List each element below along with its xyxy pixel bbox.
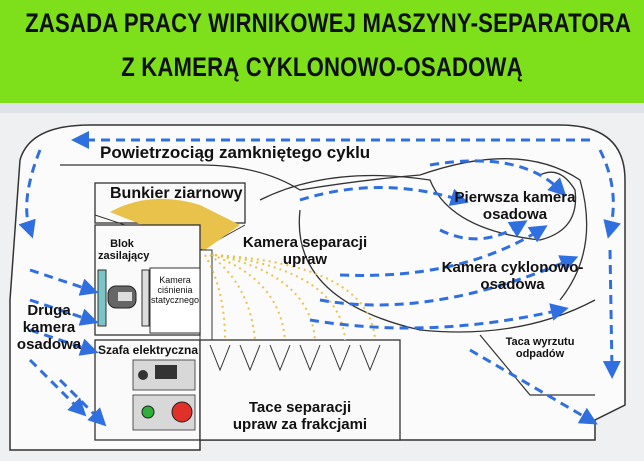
- electrical-cabinet-label: Szafa elektryczna: [98, 343, 199, 357]
- first-settling-chamber-wall: [259, 171, 577, 241]
- title-line-1: ZASADA PRACY WIRNIKOWEJ MASZYNY-SEPARATO…: [25, 8, 632, 38]
- waste-tray-label: Taca wyrzutu odpadów: [505, 336, 575, 361]
- separation-chamber-label: Kamera separacji upraw: [242, 234, 368, 268]
- title-banner: ZASADA PRACY WIRNIKOWEJ MASZYNY-SEPARATO…: [0, 0, 644, 103]
- title-line-2: Z KAMERĄ CYKLONOWO-OSADOWĄ: [121, 52, 523, 82]
- cyclone-chamber-label: Kamera cyklonowo-osadowa: [441, 259, 584, 293]
- fraction-trays: [209, 344, 381, 372]
- waste-tray-wall: [479, 334, 595, 396]
- first-settling-chamber-label: Pierwsza kamera osadowa: [454, 189, 576, 223]
- air-duct-label: Powietrzociąg zamkniętego cyklu: [100, 143, 371, 162]
- cyclone-wall: [298, 209, 596, 333]
- airflow-arrows: [18, 131, 621, 427]
- grain-bunker-label: Bunkier ziarnowy: [110, 185, 243, 202]
- divider: [0, 103, 644, 113]
- duct-inner-wall: [60, 158, 588, 301]
- filter-right: [141, 269, 150, 327]
- fraction-trays-label: Tace separacji upraw za frakcjami: [232, 399, 368, 433]
- knob-icon: [138, 370, 148, 380]
- grain-trajectories: [204, 254, 376, 341]
- filter-left: [97, 269, 107, 327]
- static-pressure-label: Kamera ciśnienia statycznego: [151, 275, 200, 306]
- display: [155, 365, 177, 379]
- power-block-label: Blok zasilający: [98, 238, 150, 263]
- second-settling-chamber-label: Druga kamera osadowa: [16, 302, 82, 353]
- trays-box: [199, 339, 401, 441]
- start-button: [141, 405, 155, 419]
- motor-icon: [107, 285, 137, 309]
- stop-button: [171, 401, 193, 423]
